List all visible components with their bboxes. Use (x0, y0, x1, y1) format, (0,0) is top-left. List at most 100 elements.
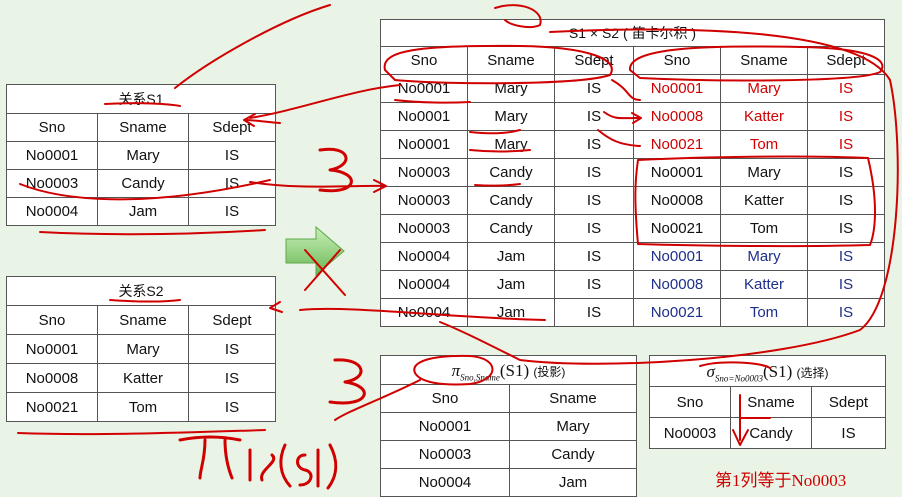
table-row: No0003 Candy IS No0008 Katter IS (380, 186, 885, 215)
product-cell: No0001 (633, 242, 721, 271)
table-row: No0001 Mary IS (6, 141, 276, 170)
s1-header-sdept: Sdept (188, 113, 276, 142)
s2-cell: Mary (97, 334, 189, 364)
table-row: No0001 Mary (380, 412, 637, 441)
table-row: No0004 Jam IS (6, 197, 276, 226)
table-row: No0003 Candy IS (6, 169, 276, 198)
projection-subscript: Sno,Sname (460, 372, 500, 383)
s1-header-sno: Sno (6, 113, 98, 142)
product-cell: Tom (720, 298, 808, 327)
product-cell: Katter (720, 186, 808, 215)
product-cell: IS (807, 102, 885, 131)
product-cell: Jam (467, 270, 555, 299)
product-cell: IS (554, 270, 634, 299)
table-row: No0003 Candy IS No0001 Mary IS (380, 158, 885, 187)
sigma-symbol: σ (706, 362, 715, 381)
projection-header: Sno (380, 384, 510, 413)
selection-cell: Candy (730, 417, 812, 449)
projection-cell: No0003 (380, 440, 510, 469)
product-cell: No0021 (633, 298, 721, 327)
pi-symbol: π (451, 361, 461, 380)
product-cell: IS (554, 186, 634, 215)
projection-header: Sname (509, 384, 637, 413)
product-cell: IS (807, 130, 885, 159)
product-cell: No0001 (380, 130, 468, 159)
product-cell: Jam (467, 298, 555, 327)
product-cell: Mary (467, 102, 555, 131)
product-cell: IS (554, 74, 634, 103)
product-cell: No0001 (380, 102, 468, 131)
product-cell: Katter (720, 270, 808, 299)
product-cell: Tom (720, 214, 808, 243)
selection-cell: IS (811, 417, 886, 449)
selection-header: Sno (649, 386, 731, 418)
product-cell: No0003 (380, 214, 468, 243)
selection-table: Sno Sname Sdept No0003 Candy IS (649, 386, 886, 449)
table-row: No0004 Jam IS No0008 Katter IS (380, 270, 885, 299)
product-cell: IS (807, 214, 885, 243)
table-row: No0001 Mary IS No0008 Katter IS (380, 102, 885, 131)
s2-cell: No0021 (6, 392, 98, 422)
s2-cell: No0001 (6, 334, 98, 364)
product-header: Sdept (807, 46, 885, 75)
projection-arg: (S1) (499, 361, 530, 380)
table-row: No0001 Mary IS No0021 Tom IS (380, 130, 885, 159)
product-cell: IS (554, 214, 634, 243)
product-cell: No0021 (633, 130, 721, 159)
product-cell: Candy (467, 186, 555, 215)
projection-cell: Jam (509, 468, 637, 497)
projection-cell: No0004 (380, 468, 510, 497)
s2-cell: Katter (97, 363, 189, 393)
product-cell: No0001 (633, 158, 721, 187)
selection-arg: (S1) (762, 362, 793, 381)
s1-cell: No0001 (6, 141, 98, 170)
table-row: No0003 Candy (380, 440, 637, 469)
selection-subscript: Sno=No0003 (714, 373, 763, 384)
table-row: No0003 Candy IS (649, 417, 886, 449)
selection-title: σSno=No0003(S1) (选择) (649, 355, 886, 386)
product-cell: No0021 (633, 214, 721, 243)
s2-title: 关系S2 (6, 276, 276, 305)
product-cell: No0003 (380, 186, 468, 215)
s1-cell: No0003 (6, 169, 98, 198)
product-cell: Mary (720, 158, 808, 187)
projection-title: πSno,Sname(S1) (投影) (380, 355, 637, 384)
product-cell: Mary (467, 74, 555, 103)
projection-table: Sno Sname No0001 Mary No0003 Candy No000… (380, 384, 637, 497)
product-cell: Mary (720, 74, 808, 103)
product-cell: IS (554, 158, 634, 187)
product-header: Sno (633, 46, 721, 75)
table-row: No0003 Candy IS No0021 Tom IS (380, 214, 885, 243)
selection-note: 第1列等于No0003 (715, 471, 847, 490)
product-cell: Tom (720, 130, 808, 159)
s2-cell: Tom (97, 392, 189, 422)
projection-cell: No0001 (380, 412, 510, 441)
product-cell: IS (554, 102, 634, 131)
cartesian-product-table: Sno Sname Sdept Sno Sname Sdept No0001 M… (380, 46, 885, 327)
product-cell: Mary (467, 130, 555, 159)
projection-cell: Mary (509, 412, 637, 441)
product-cell: IS (807, 242, 885, 271)
product-cell: No0008 (633, 186, 721, 215)
product-cell: No0008 (633, 270, 721, 299)
s1-cell: Jam (97, 197, 189, 226)
selection-header: Sname (730, 386, 812, 418)
product-cell: No0004 (380, 270, 468, 299)
s2-cell: No0008 (6, 363, 98, 393)
product-cell: IS (807, 186, 885, 215)
table-row: No0001 Mary IS (6, 334, 276, 364)
projection-cell: Candy (509, 440, 637, 469)
relation-s2-table: Sno Sname Sdept No0001 Mary IS No0008 Ka… (6, 305, 276, 422)
product-header: Sdept (554, 46, 634, 75)
s1-cell: Candy (97, 169, 189, 198)
selection-header: Sdept (811, 386, 886, 418)
s2-cell: IS (188, 392, 276, 422)
s1-cell: IS (188, 169, 276, 198)
product-cell: IS (807, 298, 885, 327)
s2-header-sno: Sno (6, 305, 98, 335)
product-cell: Jam (467, 242, 555, 271)
product-cell: IS (554, 130, 634, 159)
selection-cell: No0003 (649, 417, 731, 449)
s2-header-sdept: Sdept (188, 305, 276, 335)
product-title: S1 × S2 ( 笛卡尔积 ) (380, 19, 885, 46)
